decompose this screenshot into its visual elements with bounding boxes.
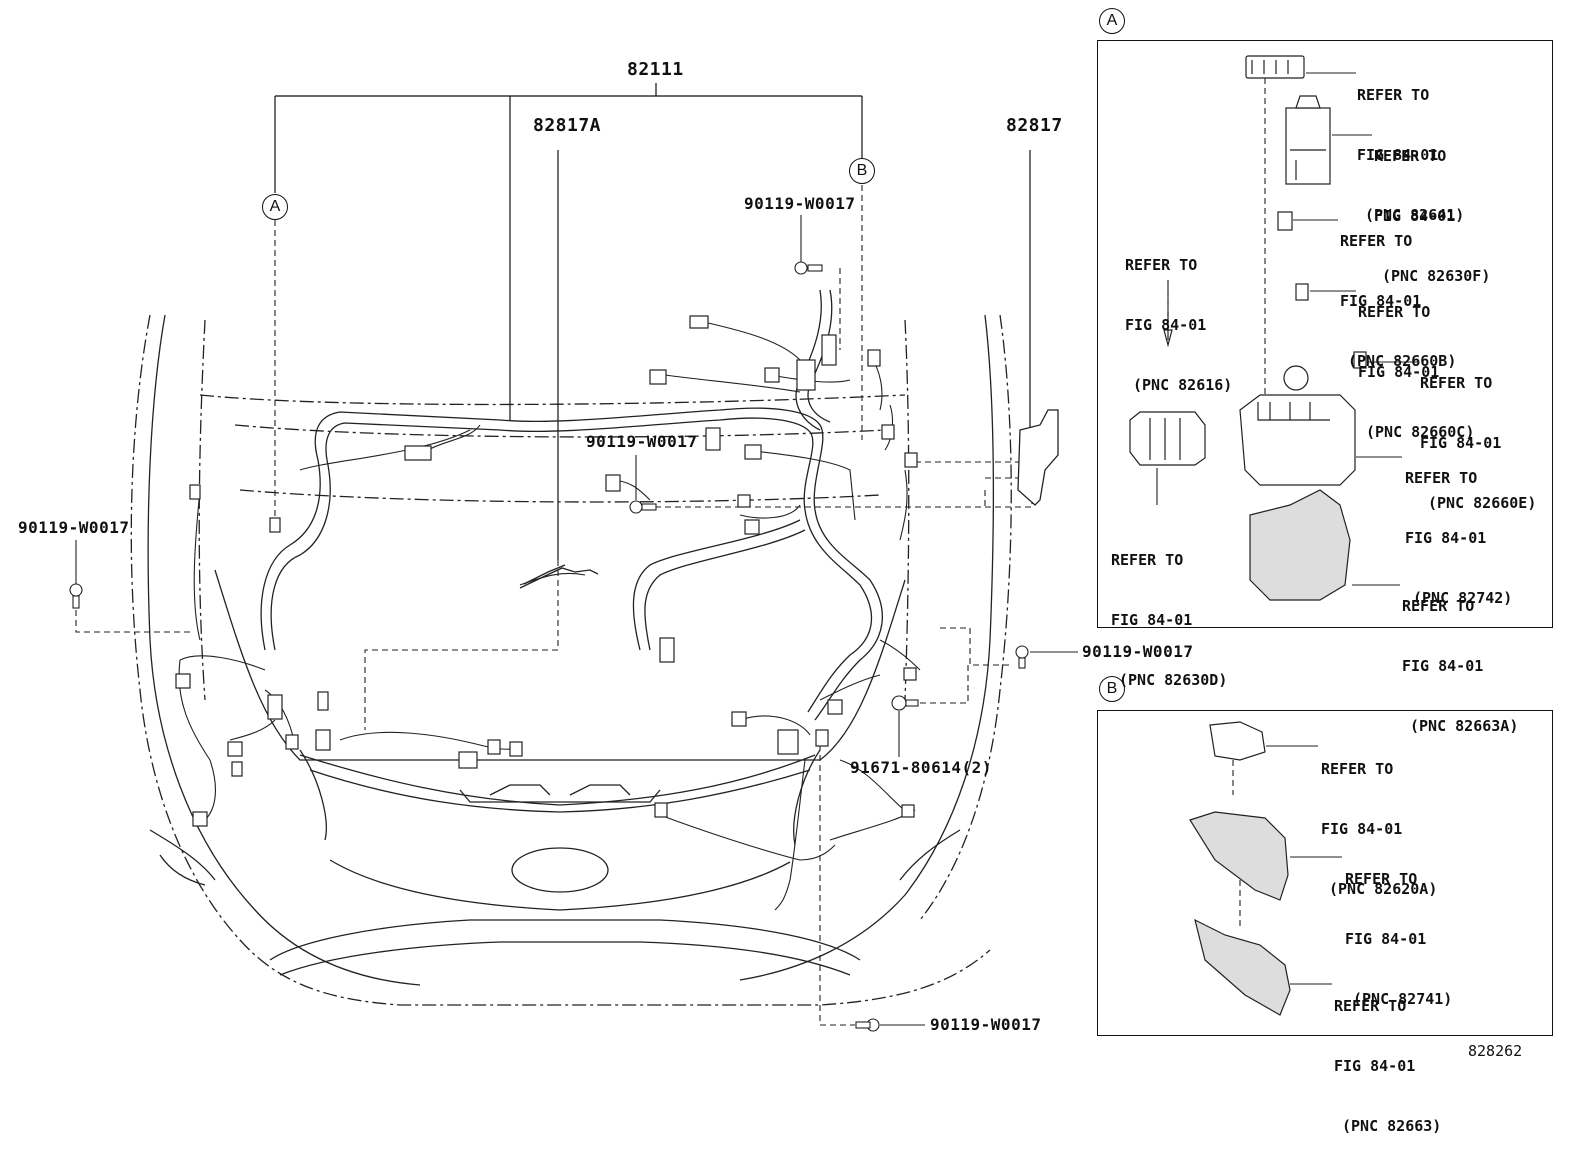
refer-line3: (PNC 82741) — [1353, 990, 1453, 1008]
refer-82630F: REFER TO FIG 84-01 (PNC 82630F) — [1374, 106, 1490, 306]
leader-lines — [274, 83, 1031, 560]
refer-line1: REFER TO — [1334, 997, 1407, 1015]
refer-line1: REFER TO — [1358, 303, 1431, 321]
refer-line2: FIG 84-01 — [1405, 529, 1487, 547]
refer-line1: REFER TO — [1111, 551, 1184, 569]
refer-line3: (PNC 82663A) — [1410, 717, 1519, 735]
refer-line2: FIG 84-01 — [1374, 207, 1456, 225]
panel-a-leaders — [1156, 72, 1418, 586]
panel-b-components — [1189, 721, 1291, 1016]
refer-line2: FIG 84-01 — [1357, 146, 1439, 164]
dashed-leaders — [75, 78, 1266, 1026]
refer-line1: REFER TO — [1357, 86, 1430, 104]
marker-a-diagram: A — [262, 194, 288, 220]
refer-line3: (PNC 82641) — [1365, 206, 1465, 224]
car-body-solid — [147, 314, 994, 986]
refer-82641: REFER TO FIG 84-01 (PNC 82641) — [1357, 45, 1464, 245]
marker-a-label: A — [1099, 8, 1125, 34]
refer-line3: (PNC 82660C) — [1366, 423, 1475, 441]
refer-line3: (PNC 82630D) — [1119, 671, 1228, 689]
refer-82616: REFER TO FIG 84-01 (PNC 82616) — [1125, 215, 1232, 415]
refer-line3: (PNC 82630F) — [1382, 267, 1491, 285]
refer-line2: FIG 84-01 — [1111, 611, 1193, 629]
refer-line1: REFER TO — [1402, 597, 1475, 615]
main-harness — [260, 289, 883, 721]
wiring-diagram-drawing — [69, 55, 1418, 1032]
refer-82741: REFER TO FIG 84-01 (PNC 82741) — [1345, 829, 1452, 1029]
refer-82660E: REFER TO FIG 84-01 (PNC 82660E) — [1420, 333, 1536, 533]
marker-b-label: B — [1099, 676, 1125, 702]
detail-panel-a — [1097, 40, 1553, 628]
refer-line2: FIG 84-01 — [1125, 316, 1207, 334]
refer-82660C: REFER TO FIG 84-01 (PNC 82660C) — [1358, 262, 1474, 462]
refer-82663A: REFER TO FIG 84-01 (PNC 82663A) — [1402, 556, 1518, 756]
bolts — [69, 261, 1029, 1032]
bolt-label-center: 90119-W0017 — [586, 432, 698, 451]
refer-line3: (PNC 82742) — [1413, 589, 1513, 607]
refer-line1: REFER TO — [1420, 374, 1493, 392]
part-number-82817A: 82817A — [533, 115, 602, 136]
refer-line1: REFER TO — [1321, 760, 1394, 778]
panel-a-components — [1129, 55, 1367, 601]
bolt-leaders — [75, 215, 1078, 1026]
refer-line2: FIG 84-01 — [1321, 820, 1403, 838]
refer-82742: REFER TO FIG 84-01 (PNC 82742) — [1405, 428, 1512, 628]
detail-panel-b — [1097, 710, 1553, 1036]
refer-82660B: REFER TO FIG 84-01 (PNC 82660B) — [1340, 191, 1456, 391]
refer-line3: (PNC 82660B) — [1348, 352, 1457, 370]
refer-line1: REFER TO — [1345, 870, 1418, 888]
part-number-82111: 82111 — [627, 59, 684, 80]
refer-line1: REFER TO — [1405, 469, 1478, 487]
part-number-82817: 82817 — [1006, 115, 1063, 136]
refer-line2: FIG 84-01 — [1334, 1057, 1416, 1075]
bolt-label-left: 90119-W0017 — [18, 518, 130, 537]
panel-b-leaders — [1266, 745, 1342, 985]
refer-82630D: REFER TO FIG 84-01 (PNC 82630D) — [1111, 510, 1227, 710]
connector-blocks — [175, 315, 918, 827]
bolt-label-top: 90119-W0017 — [744, 194, 856, 213]
refer-line2: FIG 84-01 — [1420, 434, 1502, 452]
refer-line2: FIG 84-01 — [1358, 363, 1440, 381]
refer-line2: FIG 84-01 — [1340, 292, 1422, 310]
refer-line1: REFER TO — [1374, 147, 1447, 165]
refer-line2: FIG 84-01 — [1402, 657, 1484, 675]
refer-line3: (PNC 82620A) — [1329, 880, 1438, 898]
refer-line3: (PNC 82616) — [1133, 376, 1233, 394]
bolt-label-right: 90119-W0017 — [1082, 642, 1194, 661]
branch-wires — [178, 319, 921, 911]
refer-line3: (PNC 82660E) — [1428, 494, 1537, 512]
refer-line1: REFER TO — [1125, 256, 1198, 274]
refer-82663: REFER TO FIG 84-01 (PNC 82663) — [1334, 956, 1441, 1156]
bolt-label-bottom: 90119-W0017 — [930, 1015, 1042, 1034]
refer-line2: FIG 84-01 — [1345, 930, 1427, 948]
bracket-82817A — [519, 564, 599, 589]
clip-label: 91671-80614(2) — [850, 758, 992, 777]
refer-82620A: REFER TO FIG 84-01 (PNC 82620A) — [1321, 719, 1437, 919]
marker-b-diagram: B — [849, 158, 875, 184]
figure-code: 828262 — [1468, 1042, 1523, 1060]
refer-line3: (PNC 82663) — [1342, 1117, 1442, 1135]
bracket-82817 — [1017, 409, 1059, 506]
refer-line1: REFER TO — [1340, 232, 1413, 250]
